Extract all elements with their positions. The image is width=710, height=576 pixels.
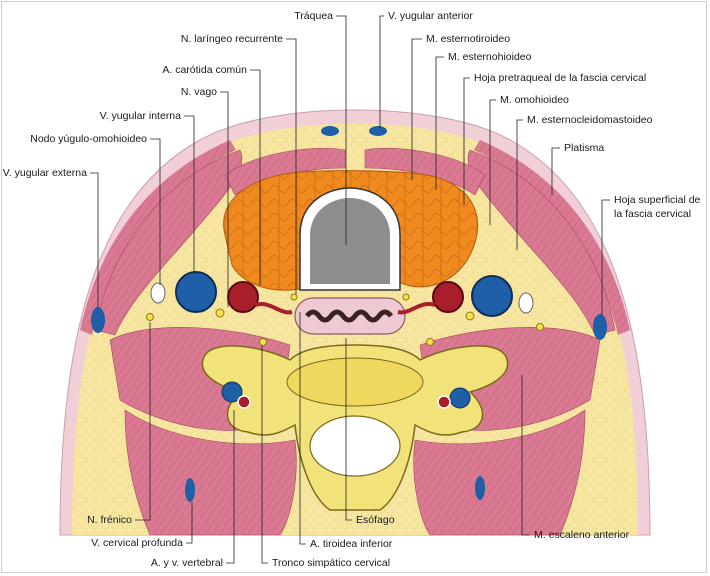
internal-jugular-vein-right [471, 275, 513, 317]
recurrent-laryngeal-nerve-left [290, 293, 298, 301]
label-m-esternotiroideo: M. esternotiroideo [426, 33, 510, 45]
vagus-nerve-left [215, 308, 225, 318]
label-a-y-v-vertebral: A. y v. vertebral [151, 557, 223, 569]
external-jugular-vein-left [91, 307, 105, 333]
vertebral-vein-left [221, 381, 243, 403]
sympathetic-trunk-left [259, 338, 267, 346]
external-jugular-vein-right [593, 314, 607, 340]
sympathetic-trunk-right [426, 338, 434, 346]
esophagus-mucosa [305, 309, 393, 323]
internal-jugular-vein-left [175, 271, 217, 313]
phrenic-nerve-right [536, 323, 544, 331]
phrenic-nerve-left [146, 313, 154, 321]
jugulo-omohyoid-node [150, 282, 166, 304]
deep-cervical-vein-left [185, 478, 195, 502]
inferior-thyroid-artery-left [254, 301, 293, 315]
label-hoja-pretraqueal: Hoja pretraqueal de la fascia cervical [474, 72, 646, 84]
anterior-jugular-vein-right [369, 126, 387, 136]
deep-neck-muscles-right [413, 409, 586, 536]
label-n-frenico: N. frénico [87, 514, 132, 526]
spinal-canal [309, 415, 401, 477]
label-m-esternohioideo: M. esternohioideo [448, 51, 532, 63]
label-platisma: Platisma [564, 142, 604, 154]
label-m-esternocleidomastoideo: M. esternocleidomastoideo [527, 114, 653, 126]
anterior-jugular-vein-left [321, 126, 339, 136]
deep-neck-muscles-left [124, 409, 297, 536]
label-hoja-superficial-2: la fascia cervical [614, 208, 691, 220]
label-v-yugular-externa: V. yugular externa [3, 167, 87, 179]
label-hoja-superficial-1: Hoja superficial de [614, 194, 701, 206]
vertebral-vein-right [449, 387, 471, 409]
vertebral-artery-left [237, 395, 251, 409]
label-m-escaleno-anterior: M. escaleno anterior [534, 529, 630, 541]
labels: Tráquea V. yugular anterior N. laríngeo … [3, 10, 701, 569]
label-v-yugular-anterior: V. yugular anterior [388, 10, 473, 22]
lymph-node-right [518, 292, 534, 314]
platysma-right [474, 140, 630, 335]
label-a-tiroidea-inferior: A. tiroidea inferior [310, 538, 393, 550]
label-traquea: Tráquea [294, 10, 333, 22]
label-n-laringeo-recurrente: N. laríngeo recurrente [181, 33, 283, 45]
trachea-lumen [310, 198, 390, 284]
recurrent-laryngeal-nerve-right [402, 293, 410, 301]
esophagus [294, 297, 406, 335]
label-v-yugular-interna: V. yugular interna [100, 110, 181, 122]
label-a-carotida-comun: A. carótida común [162, 64, 247, 76]
leader-lines [90, 15, 610, 564]
common-carotid-artery-left [227, 281, 259, 313]
label-m-omohioideo: M. omohioideo [500, 94, 569, 106]
deep-cervical-vein-right [475, 476, 485, 500]
label-nodo-yugulo-omohioideo: Nodo yúgulo-omohioideo [30, 133, 147, 145]
label-n-vago: N. vago [181, 86, 217, 98]
label-tronco-simpatico: Tronco simpático cervical [272, 557, 390, 569]
label-v-cervical-profunda: V. cervical profunda [91, 537, 183, 549]
label-esofago: Esófago [356, 514, 395, 526]
vertebral-body [286, 357, 424, 407]
common-carotid-artery-right [432, 281, 464, 313]
inferior-thyroid-artery-right [397, 301, 436, 315]
vertebral-artery-right [437, 395, 451, 409]
vagus-nerve-right [465, 311, 475, 321]
